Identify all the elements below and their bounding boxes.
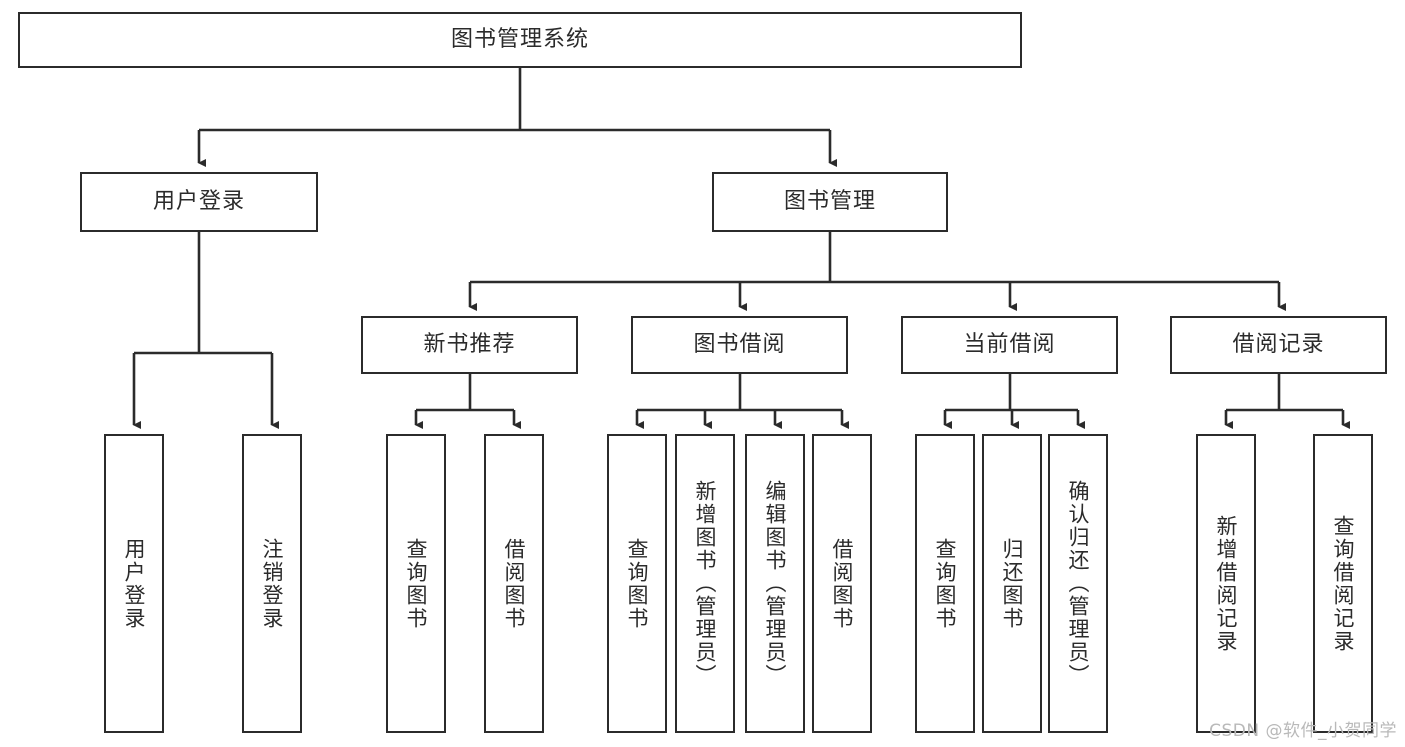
leaf-borrow-book[interactable]: 借阅图书 <box>812 434 872 733</box>
leaf-query-book-recommend[interactable]: 查询图书 <box>386 434 446 733</box>
node-book-management[interactable]: 图书管理 <box>712 172 948 232</box>
node-label: 借阅图书 <box>830 537 855 630</box>
node-borrow-record[interactable]: 借阅记录 <box>1170 316 1387 374</box>
node-current-borrow[interactable]: 当前借阅 <box>901 316 1118 374</box>
leaf-add-book-admin[interactable]: 新增图书（管理员） <box>675 434 735 733</box>
node-label: 确认归还（管理员） <box>1066 480 1091 687</box>
leaf-query-book-borrow[interactable]: 查询图书 <box>607 434 667 733</box>
leaf-add-borrow-record[interactable]: 新增借阅记录 <box>1196 434 1256 733</box>
node-new-book-recommend[interactable]: 新书推荐 <box>361 316 578 374</box>
node-label: 图书管理 <box>783 189 876 215</box>
node-label: 新增借阅记录 <box>1214 514 1239 653</box>
node-label: 新增图书（管理员） <box>693 480 718 687</box>
node-label: 查询图书 <box>933 537 958 630</box>
node-label: 编辑图书（管理员） <box>763 480 788 687</box>
node-label: 借阅图书 <box>502 537 527 630</box>
node-label: 当前借阅 <box>963 332 1056 358</box>
leaf-logout[interactable]: 注销登录 <box>242 434 302 733</box>
node-label: 新书推荐 <box>423 332 516 358</box>
leaf-return-book[interactable]: 归还图书 <box>982 434 1042 733</box>
node-label: 注销登录 <box>260 537 285 630</box>
node-user-login[interactable]: 用户登录 <box>80 172 318 232</box>
node-label: 借阅记录 <box>1232 332 1325 358</box>
node-label: 查询图书 <box>404 537 429 630</box>
node-label: 用户登录 <box>122 537 147 630</box>
node-label: 图书管理系统 <box>450 27 589 53</box>
leaf-borrow-book-recommend[interactable]: 借阅图书 <box>484 434 544 733</box>
node-book-borrow[interactable]: 图书借阅 <box>631 316 848 374</box>
node-label: 归还图书 <box>1000 537 1025 630</box>
node-label: 图书借阅 <box>693 332 786 358</box>
node-label: 查询借阅记录 <box>1331 514 1356 653</box>
leaf-query-book-current[interactable]: 查询图书 <box>915 434 975 733</box>
node-label: 用户登录 <box>152 189 245 215</box>
leaf-confirm-return-admin[interactable]: 确认归还（管理员） <box>1048 434 1108 733</box>
node-root[interactable]: 图书管理系统 <box>18 12 1022 68</box>
leaf-user-login[interactable]: 用户登录 <box>104 434 164 733</box>
node-label: 查询图书 <box>625 537 650 630</box>
leaf-query-borrow-record[interactable]: 查询借阅记录 <box>1313 434 1373 733</box>
leaf-edit-book-admin[interactable]: 编辑图书（管理员） <box>745 434 805 733</box>
